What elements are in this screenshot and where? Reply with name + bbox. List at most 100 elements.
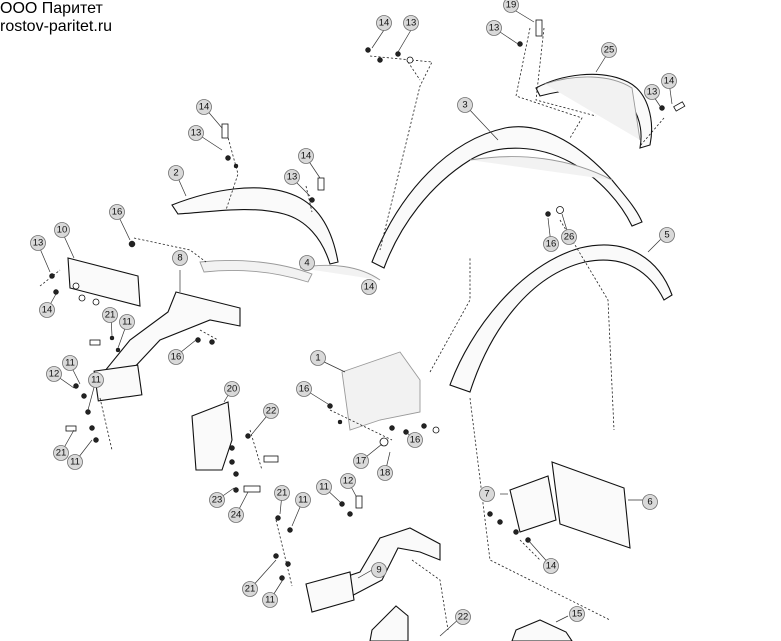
callout-6: 6 [642, 494, 658, 510]
svg-text:16: 16 [112, 207, 123, 218]
svg-text:7: 7 [484, 489, 489, 500]
callout-13-top-b: 13 [486, 20, 502, 36]
svg-text:22: 22 [458, 612, 469, 623]
callout-17: 17 [353, 453, 369, 469]
part-7-bracket [500, 475, 557, 533]
callout-22-b: 22 [455, 609, 471, 625]
callout-13-far-left: 13 [30, 235, 46, 251]
callout-7: 7 [479, 486, 495, 502]
callout-9: 9 [371, 562, 387, 578]
callout-23: 23 [209, 492, 225, 508]
svg-text:13: 13 [489, 23, 500, 34]
svg-text:13: 13 [191, 128, 202, 139]
callout-16-left: 16 [109, 204, 125, 220]
svg-text:11: 11 [70, 457, 80, 468]
callout-20: 20 [224, 381, 240, 397]
callout-16-right: 16 [543, 236, 559, 252]
callout-21-c: 21 [274, 485, 290, 501]
svg-text:21: 21 [277, 488, 288, 499]
callout-14-right: 14 [661, 73, 677, 89]
callout-18: 18 [377, 465, 393, 481]
watermark-company: ООО Паритет [0, 0, 103, 17]
svg-text:21: 21 [56, 448, 67, 459]
callout-8: 8 [172, 250, 188, 266]
callout-3: 3 [457, 97, 473, 113]
callout-1: 1 [310, 350, 326, 366]
callout-14-far-left: 14 [39, 302, 55, 318]
callout-16-right-center: 16 [407, 432, 423, 448]
callout-12-a: 12 [46, 366, 62, 382]
svg-text:11: 11 [122, 317, 132, 328]
svg-text:14: 14 [301, 151, 312, 162]
svg-text:9: 9 [376, 565, 381, 576]
callout-14-mid: 14 [298, 148, 314, 164]
svg-text:13: 13 [287, 172, 298, 183]
callout-14-top-a: 14 [376, 15, 392, 31]
callout-16-arm: 16 [168, 349, 184, 365]
svg-text:21: 21 [105, 310, 116, 321]
callout-11-e: 11 [295, 492, 311, 508]
callout-21-a: 21 [102, 307, 118, 323]
part-20-plate [191, 391, 233, 471]
callout-14-left-a: 14 [196, 99, 212, 115]
part-10-bracket [63, 235, 141, 307]
callout-11-b: 11 [62, 355, 78, 371]
svg-text:2: 2 [173, 168, 178, 179]
part-25-fender [535, 55, 653, 149]
callout-5: 5 [659, 227, 675, 243]
svg-text:11: 11 [265, 595, 275, 606]
svg-text:14: 14 [379, 18, 390, 29]
callout-11-d: 11 [67, 454, 83, 470]
callout-26: 26 [561, 229, 577, 245]
callout-25: 25 [601, 42, 617, 58]
callout-24: 24 [228, 507, 244, 523]
svg-text:14: 14 [664, 76, 675, 87]
assembly-lines [39, 27, 665, 631]
callout-11-f: 11 [316, 479, 332, 495]
part-3-rear-fender [371, 107, 643, 269]
callout-11-g: 11 [262, 592, 278, 608]
svg-text:14: 14 [364, 282, 375, 293]
callout-14-bottom: 14 [543, 558, 559, 574]
svg-text:23: 23 [212, 495, 223, 506]
svg-text:1: 1 [315, 353, 320, 364]
watermark-website: rostov-paritet.ru [0, 18, 113, 35]
part-6-mudflap [551, 461, 646, 549]
svg-text:14: 14 [199, 102, 210, 113]
svg-text:17: 17 [356, 456, 367, 467]
hardware [49, 19, 686, 581]
svg-text:21: 21 [245, 584, 256, 595]
part-1-bracket [319, 351, 421, 431]
callout-2: 2 [168, 165, 184, 181]
svg-text:4: 4 [304, 258, 309, 269]
svg-text:10: 10 [57, 225, 68, 236]
callout-12-b: 12 [340, 473, 356, 489]
svg-text:12: 12 [343, 476, 354, 487]
callout-13-top-a: 13 [403, 15, 419, 31]
callout-13-right: 13 [644, 84, 660, 100]
svg-text:11: 11 [91, 375, 101, 386]
callout-15: 15 [569, 606, 585, 622]
svg-text:24: 24 [231, 510, 242, 521]
svg-text:16: 16 [299, 384, 310, 395]
part-bottom-plate [369, 605, 409, 641]
callout-14-center: 14 [361, 279, 377, 295]
svg-text:6: 6 [647, 497, 652, 508]
callout-22-a: 22 [263, 403, 279, 419]
svg-text:16: 16 [410, 435, 421, 446]
svg-text:13: 13 [33, 238, 44, 249]
svg-text:22: 22 [266, 406, 277, 417]
callout-4: 4 [299, 255, 315, 271]
svg-text:20: 20 [227, 384, 238, 395]
callout-19: 19 [503, 0, 519, 13]
callout-11-c: 11 [88, 372, 104, 388]
callout-16-center: 16 [296, 381, 312, 397]
callout-21-b: 21 [53, 445, 69, 461]
callout-13-mid: 13 [284, 169, 300, 185]
svg-text:19: 19 [506, 0, 517, 11]
callout-21-d: 21 [242, 581, 258, 597]
part-15-bracket [511, 615, 573, 641]
svg-text:11: 11 [298, 495, 308, 506]
part-2-front-fender [171, 177, 339, 283]
